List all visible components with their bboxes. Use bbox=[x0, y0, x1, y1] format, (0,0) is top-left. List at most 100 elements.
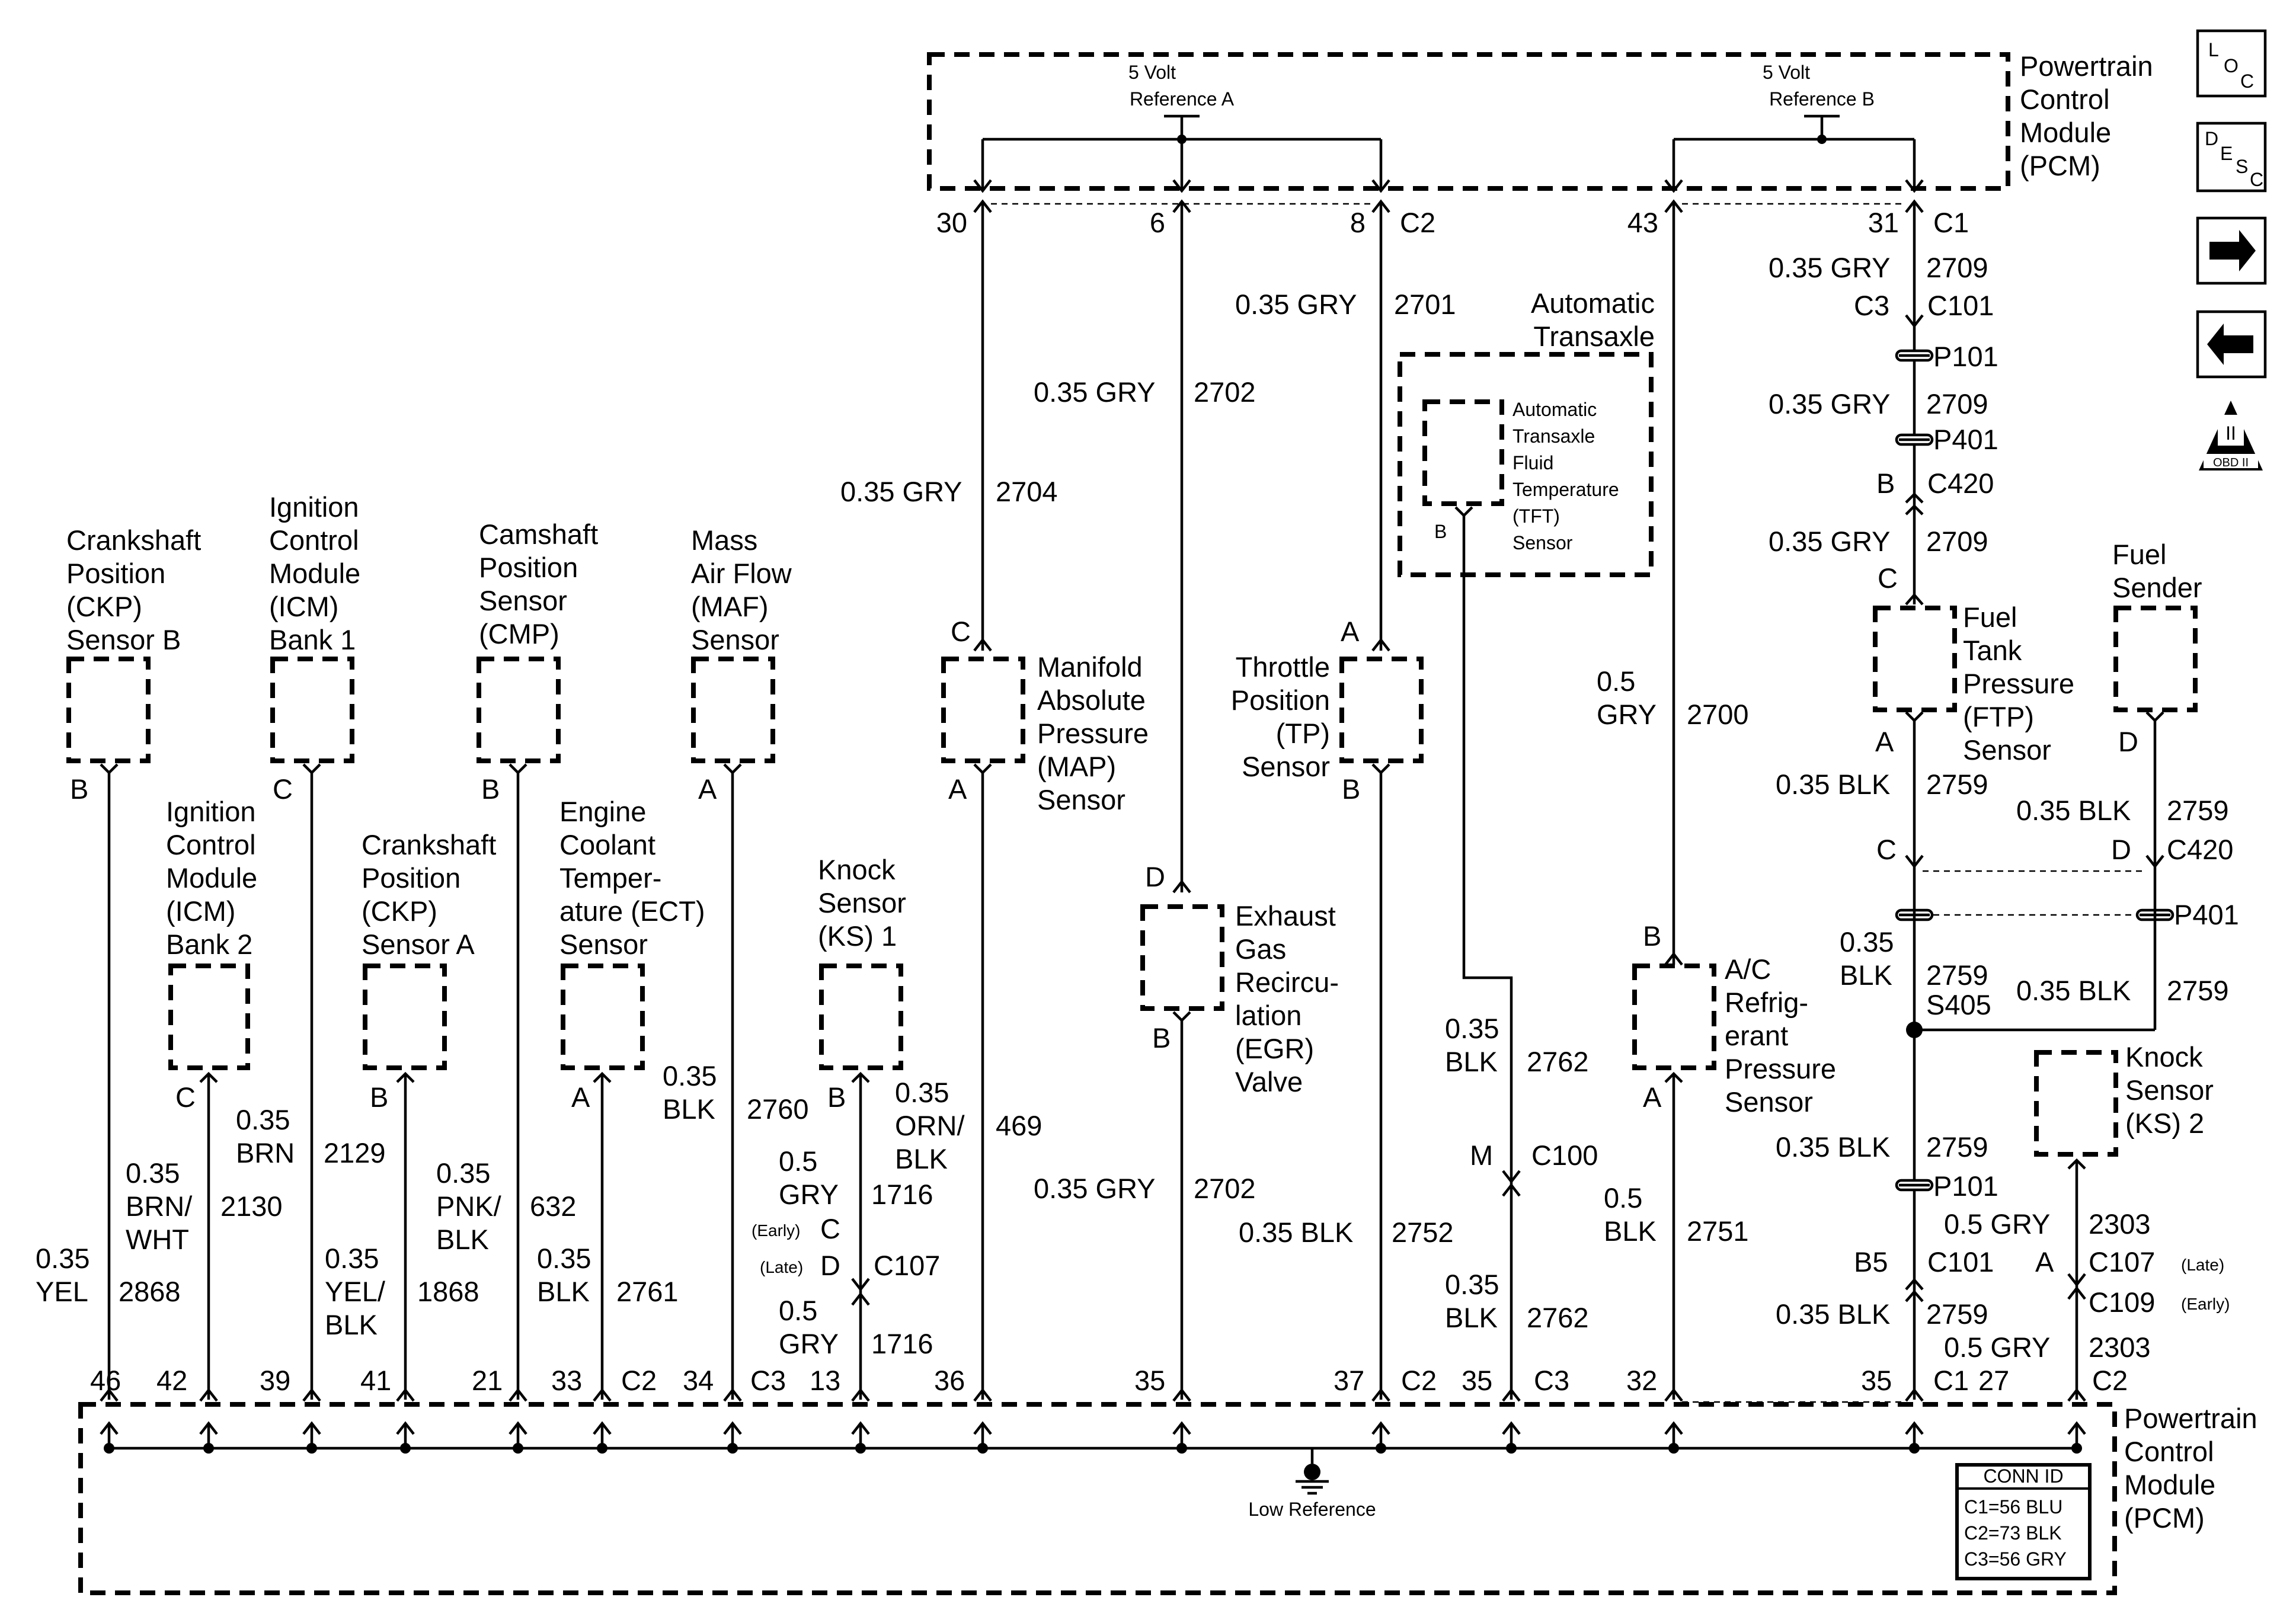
pin-43: 43 bbox=[1627, 207, 1658, 238]
pin-13: 13 bbox=[810, 1365, 840, 1396]
svg-text:A: A bbox=[698, 773, 717, 805]
svg-text:C: C bbox=[175, 1081, 196, 1113]
pcm-terminal-14 bbox=[1909, 1443, 1920, 1454]
svg-text:(ICM): (ICM) bbox=[166, 895, 235, 927]
svg-text:C: C bbox=[2240, 71, 2254, 92]
wire-2709c-size: 0.35 GRY bbox=[1769, 526, 1891, 557]
wire-2759b-circuit: 2759 bbox=[2167, 795, 2229, 826]
svg-text:A: A bbox=[1875, 726, 1894, 757]
pcm-terminal-15 bbox=[2071, 1443, 2082, 1454]
loc-icon[interactable]: L O C bbox=[2196, 29, 2267, 98]
next-page-icon[interactable] bbox=[2196, 216, 2267, 285]
late-d-letter: D bbox=[820, 1250, 840, 1281]
pin-39: 39 bbox=[260, 1365, 290, 1396]
wire-2762a-circuit: 2762 bbox=[1527, 1046, 1589, 1077]
svg-text:C: C bbox=[1878, 562, 1898, 594]
ckp-sensor-a: Crankshaft Position (CKP) Sensor A B bbox=[362, 829, 496, 1113]
wire-632-size-3: BLK bbox=[436, 1224, 489, 1255]
pcm-top-label-3: Module bbox=[2020, 117, 2111, 148]
wire-2702a-circuit: 2702 bbox=[1194, 376, 1256, 408]
conn-id-row-2: C2=73 BLK bbox=[1964, 1522, 2062, 1544]
pin-35-c: 35 bbox=[1861, 1365, 1892, 1396]
pcm-bottom-label-1: Powertrain bbox=[2124, 1403, 2257, 1434]
svg-text:Sensor: Sensor bbox=[2125, 1074, 2214, 1106]
pin-c3-a: C3 bbox=[750, 1365, 786, 1396]
wire-2702a-size: 0.35 GRY bbox=[1034, 376, 1156, 408]
wire-2759f-circuit: 2759 bbox=[1926, 1298, 1988, 1330]
connector-p401-mid: P401 bbox=[2174, 899, 2239, 930]
svg-text:A: A bbox=[1341, 616, 1360, 647]
obd-ii-icon[interactable]: II OBD II bbox=[2199, 401, 2263, 470]
ckp-sensor-b: Crankshaft Position (CKP) Sensor B B bbox=[66, 524, 201, 805]
ref-a-label-2: Reference A bbox=[1130, 88, 1235, 110]
svg-text:(TP): (TP) bbox=[1276, 718, 1330, 749]
tp-sensor: A B Throttle Position (TP) Sensor bbox=[1231, 616, 1424, 805]
svg-text:(KS) 1: (KS) 1 bbox=[818, 920, 897, 952]
wire-1868-circuit: 1868 bbox=[417, 1276, 479, 1307]
wire-2762b-size-1: 0.35 bbox=[1445, 1269, 1499, 1300]
pcm-terminal-1 bbox=[104, 1443, 114, 1454]
pin-c1-top: C1 bbox=[1933, 207, 1969, 238]
pcm-terminal-10 bbox=[1176, 1443, 1187, 1454]
wire-1868-size-3: BLK bbox=[325, 1309, 378, 1340]
side-icons: L O C D E S C II OBD II bbox=[2196, 29, 2267, 470]
connector-c109-early: C109 bbox=[2089, 1286, 2155, 1318]
svg-text:Sensor B: Sensor B bbox=[66, 624, 181, 655]
icm-bank-1: Ignition Control Module (ICM) Bank 1 C bbox=[269, 491, 360, 805]
svg-text:Pressure: Pressure bbox=[1725, 1053, 1836, 1084]
connector-m: M bbox=[1470, 1140, 1493, 1171]
pcm-terminal-3 bbox=[306, 1443, 317, 1454]
wire-2761-circuit: 2761 bbox=[616, 1276, 679, 1307]
svg-text:B: B bbox=[1342, 773, 1360, 805]
wire-2868-circuit: 2868 bbox=[119, 1276, 181, 1307]
pcm-terminal-13 bbox=[1668, 1443, 1679, 1454]
pcm-terminal-12 bbox=[1506, 1443, 1517, 1454]
svg-text:Position: Position bbox=[1231, 684, 1330, 716]
desc-icon[interactable]: D E S C bbox=[2196, 121, 2267, 193]
svg-text:C: C bbox=[273, 773, 293, 805]
wire-2303a-circuit: 2303 bbox=[2089, 1208, 2151, 1240]
wire-2704-size: 0.35 GRY bbox=[840, 476, 962, 507]
svg-text:Recircu-: Recircu- bbox=[1235, 966, 1339, 998]
svg-text:(CKP): (CKP) bbox=[66, 591, 142, 622]
pin-31: 31 bbox=[1868, 207, 1899, 238]
svg-text:C: C bbox=[951, 616, 971, 647]
pcm-terminal-7 bbox=[727, 1443, 738, 1454]
wire-2759d-circuit: 2759 bbox=[2167, 975, 2229, 1006]
wire-1868-size-1: 0.35 bbox=[325, 1243, 379, 1274]
pin-37: 37 bbox=[1334, 1365, 1364, 1396]
wire-632-size-1: 0.35 bbox=[436, 1157, 490, 1189]
pin-30: 30 bbox=[936, 207, 967, 238]
ref-b-label-2: Reference B bbox=[1769, 88, 1875, 110]
svg-text:Sensor: Sensor bbox=[1725, 1086, 1813, 1118]
wire-1716b-circuit: 1716 bbox=[871, 1328, 933, 1359]
wire-2759e-circuit: 2759 bbox=[1926, 1131, 1988, 1163]
svg-text:D: D bbox=[2205, 128, 2218, 149]
wire-2759c-size-2: BLK bbox=[1840, 959, 1892, 991]
svg-text:Position: Position bbox=[66, 558, 165, 589]
svg-text:(ICM): (ICM) bbox=[269, 591, 338, 622]
wire-2303a-size: 0.5 GRY bbox=[1944, 1208, 2050, 1240]
pin-c2-a: C2 bbox=[621, 1365, 657, 1396]
svg-text:B: B bbox=[1152, 1022, 1171, 1054]
conn-id-row-3: C3=56 GRY bbox=[1964, 1548, 2067, 1570]
previous-page-icon[interactable] bbox=[2196, 310, 2267, 379]
pin-27: 27 bbox=[1978, 1365, 2009, 1396]
pin-35-a: 35 bbox=[1134, 1365, 1165, 1396]
wire-2700-size-1: 0.5 bbox=[1597, 665, 1635, 697]
svg-text:ature (ECT): ature (ECT) bbox=[559, 895, 705, 927]
ref-b-label-1: 5 Volt bbox=[1763, 62, 1810, 83]
bottom-pin-terminals bbox=[100, 1388, 2086, 1454]
svg-text:B: B bbox=[370, 1081, 388, 1113]
connector-c101-bottom: C101 bbox=[1927, 1246, 1994, 1278]
svg-text:Sensor: Sensor bbox=[1963, 734, 2051, 766]
ftp-sensor: C A Fuel Tank Pressure (FTP) Sensor bbox=[1873, 562, 2074, 766]
svg-text:(EGR): (EGR) bbox=[1235, 1033, 1314, 1064]
svg-text:Gas: Gas bbox=[1235, 933, 1286, 965]
svg-text:B: B bbox=[70, 773, 88, 805]
wire-2752-circuit: 2752 bbox=[1392, 1217, 1454, 1248]
svg-text:Sensor: Sensor bbox=[1037, 784, 1125, 815]
connector-ks2-a: A bbox=[2035, 1246, 2054, 1278]
pcm-bottom: Powertrain Control Module (PCM) Low Refe… bbox=[78, 1365, 2257, 1595]
connector-c100: C100 bbox=[1531, 1140, 1598, 1171]
